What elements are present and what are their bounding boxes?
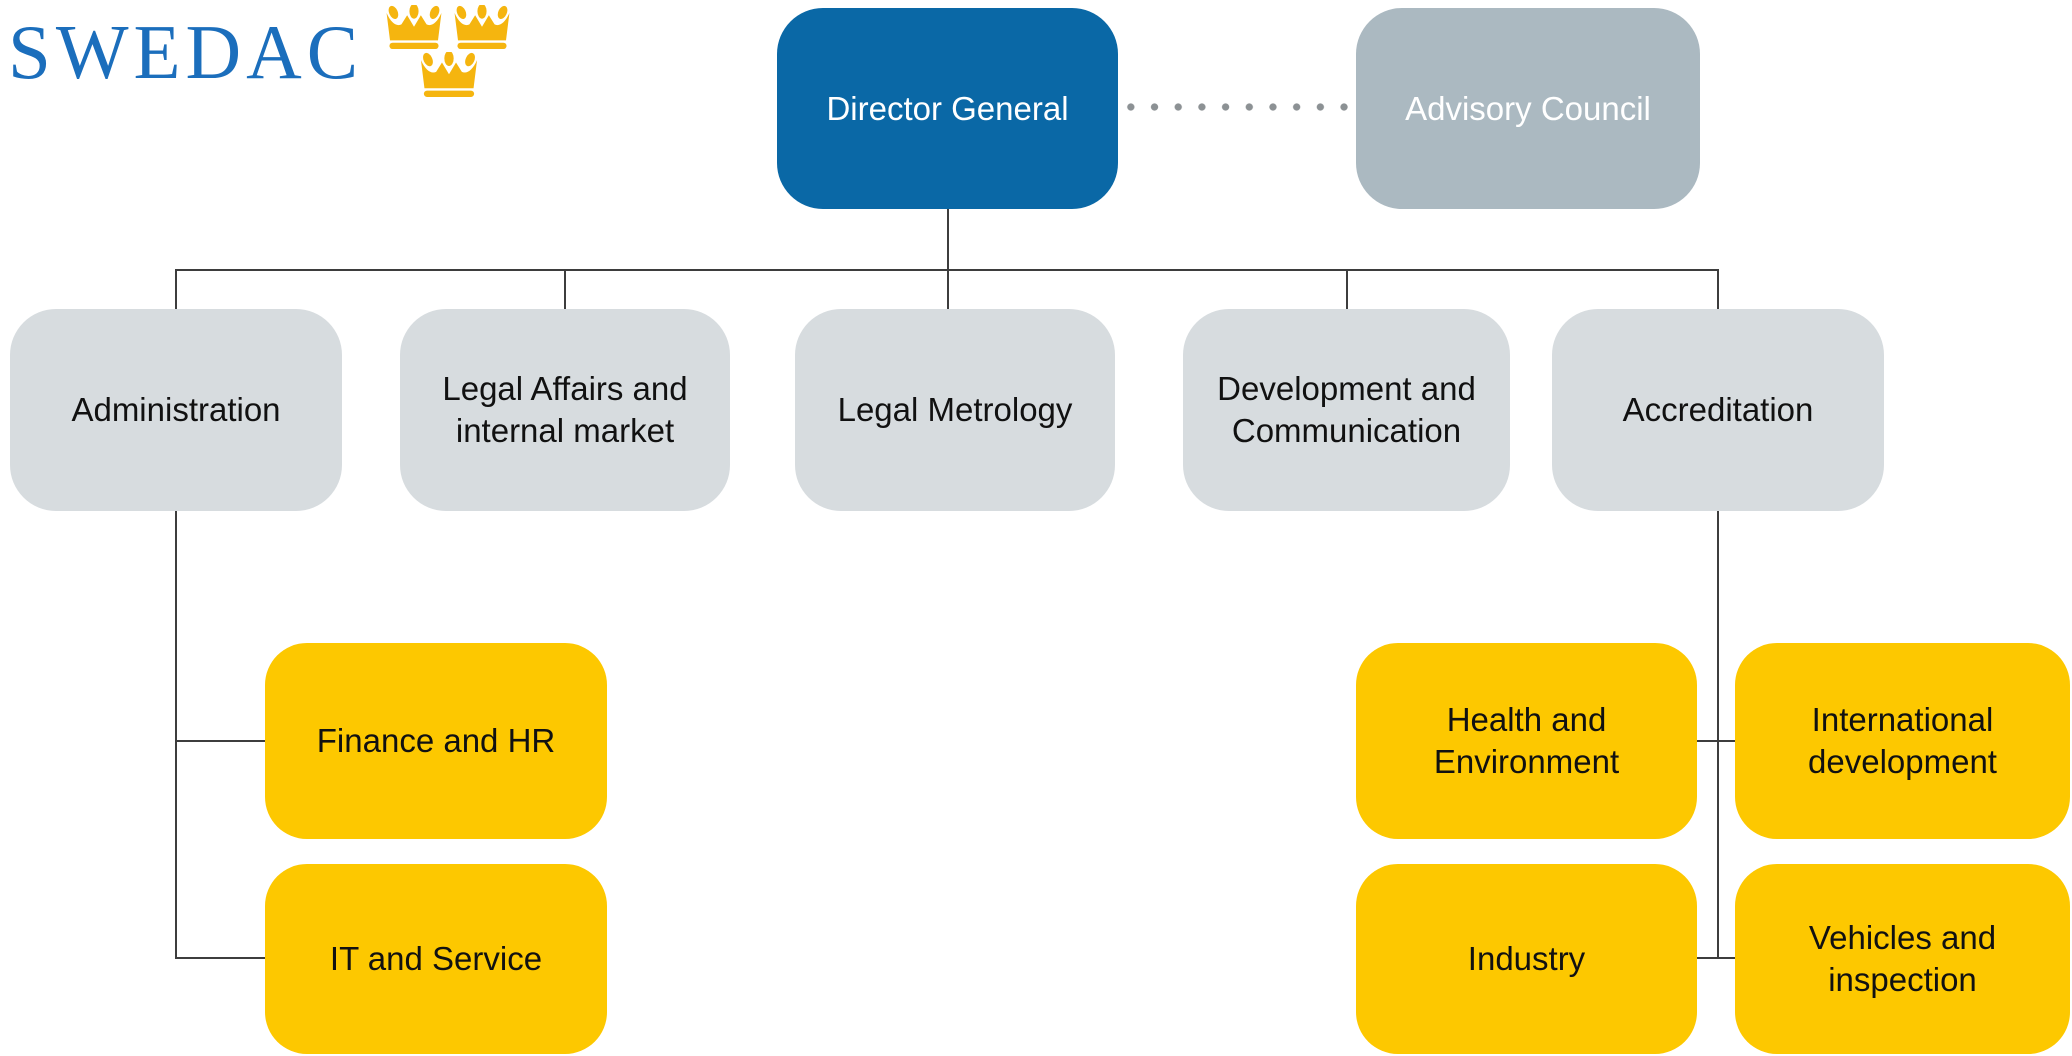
node-label: Legal Metrology <box>837 391 1073 429</box>
connector-stub-development <box>1346 269 1348 311</box>
dotted-connector-advisory <box>1119 103 1356 111</box>
node-health-environment: Health and Environment <box>1356 643 1697 839</box>
node-vehicles-inspection: Vehicles and inspection <box>1735 864 2070 1054</box>
three-crowns-icon <box>386 5 510 97</box>
node-administration: Administration <box>10 309 342 511</box>
node-label: Accreditation <box>1622 391 1814 429</box>
node-label: International development <box>1808 701 1997 780</box>
connector-stub-legal-affairs <box>564 269 566 311</box>
connector-stub-finance-hr <box>175 740 267 742</box>
node-label: Health and Environment <box>1433 701 1620 780</box>
node-director-general: Director General <box>777 8 1118 209</box>
crown-icon <box>386 5 442 49</box>
node-legal-affairs: Legal Affairs and internal market <box>400 309 730 511</box>
node-development-communication: Development and Communication <box>1183 309 1510 511</box>
node-international-development: International development <box>1735 643 2070 839</box>
swedac-logo-wordmark: SWEDAC <box>8 9 364 95</box>
node-accreditation: Accreditation <box>1552 309 1884 511</box>
connector-stub-administration <box>175 269 177 311</box>
node-advisory-council: Advisory Council <box>1356 8 1700 209</box>
node-it-service: IT and Service <box>265 864 607 1054</box>
node-label: IT and Service <box>329 940 543 978</box>
connector-stub-industry-vehicles <box>1695 957 1737 959</box>
crown-icon <box>420 52 478 97</box>
node-label: Advisory Council <box>1405 89 1651 127</box>
node-industry: Industry <box>1356 864 1697 1054</box>
node-finance-hr: Finance and HR <box>265 643 607 839</box>
connector-stub-health-international <box>1695 740 1737 742</box>
node-legal-metrology: Legal Metrology <box>795 309 1115 511</box>
connector-administration-branch <box>175 511 177 959</box>
node-label: Development and Communication <box>1217 370 1476 449</box>
node-label: Industry <box>1467 940 1586 978</box>
crown-icon <box>454 5 510 49</box>
connector-stub-legal-metrology <box>947 269 949 311</box>
node-label: Director General <box>826 89 1069 127</box>
node-label: Vehicles and inspection <box>1808 919 1997 998</box>
node-label: Finance and HR <box>316 722 556 760</box>
connector-dg-down <box>947 209 949 270</box>
node-label: Legal Affairs and internal market <box>442 370 688 449</box>
connector-stub-it-service <box>175 957 267 959</box>
node-label: Administration <box>71 391 281 429</box>
connector-stub-accreditation <box>1717 269 1719 311</box>
connector-accreditation-branch <box>1717 511 1719 959</box>
